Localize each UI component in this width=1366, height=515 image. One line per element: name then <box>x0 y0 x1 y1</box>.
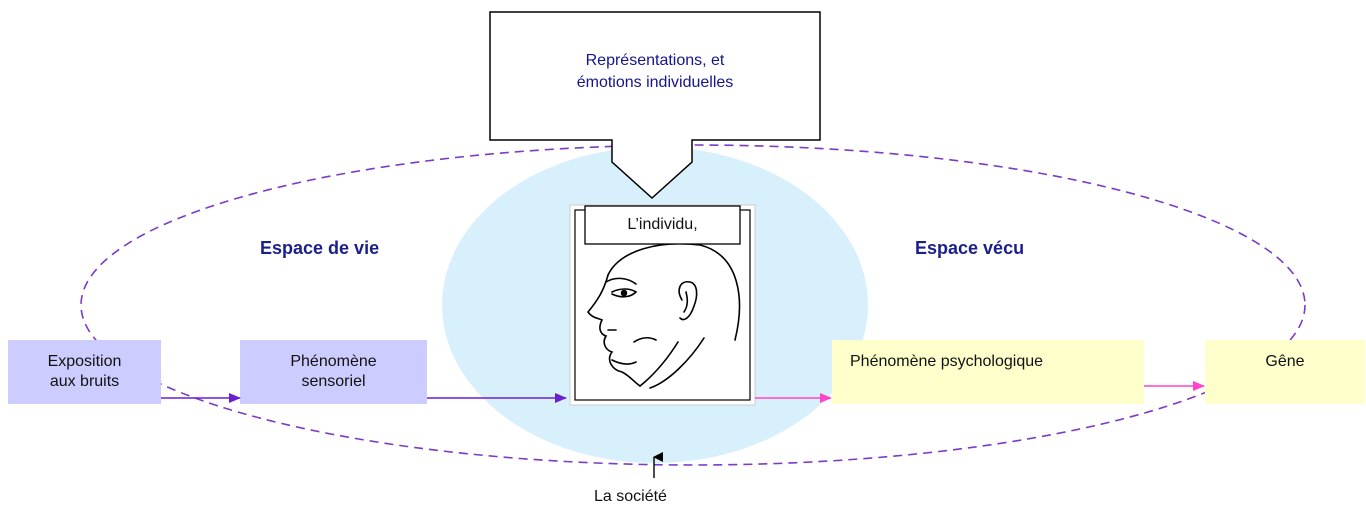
sensory-box-text: Phénomène sensoriel <box>240 340 427 404</box>
zone-label-left: Espace de vie <box>260 238 380 258</box>
exposure-box-text: Exposition aux bruits <box>8 340 161 404</box>
callout-line-2: émotions individuelles <box>576 74 734 91</box>
callout-text: Représentations, et émotions individuell… <box>500 50 810 94</box>
person-label-box <box>584 205 741 245</box>
annoyance-box <box>1205 340 1365 404</box>
person-label: L’individu, <box>627 216 698 233</box>
sensory-line-1: Phénomène <box>290 353 377 370</box>
exposure-box <box>8 340 161 404</box>
head-icon <box>587 242 741 389</box>
exposure-line-1: Exposition <box>47 353 122 370</box>
zone-label-right: Espace vécu <box>915 238 1025 258</box>
sensory-line-2: sensoriel <box>301 373 366 390</box>
sensory-box <box>240 340 427 404</box>
psychological-box <box>832 340 1144 404</box>
callout-bubble <box>489 11 821 200</box>
psychological-box-text: Phénomène psychologique <box>850 353 1044 370</box>
callout-line-1: Représentations, et <box>585 52 725 69</box>
annoyance-box-text: Gêne <box>1265 353 1305 370</box>
exposure-line-2: aux bruits <box>49 373 120 390</box>
society-boundary <box>80 144 1306 466</box>
society-label: La société <box>594 488 667 505</box>
